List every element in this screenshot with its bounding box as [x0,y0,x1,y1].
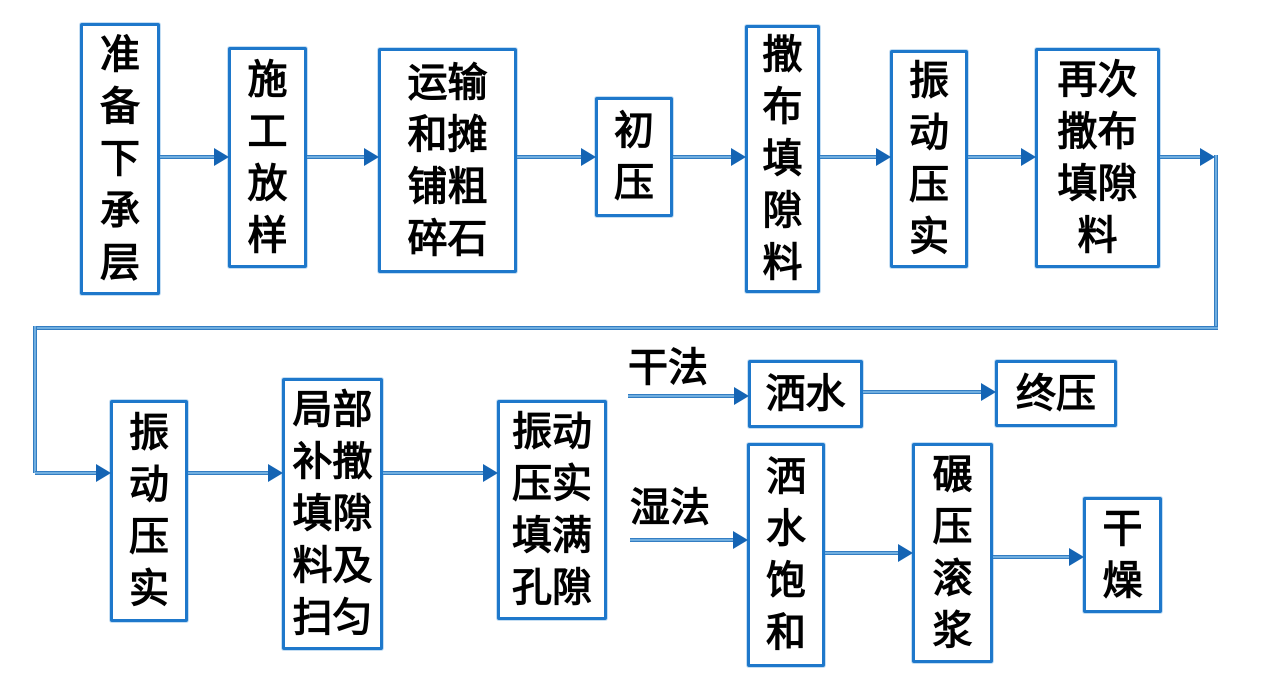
arrowhead [581,148,596,166]
node-label: 振动压实 [909,59,949,259]
connector-5-6 [820,155,876,159]
connector-2-3 [307,155,364,159]
node-label: 碾压滚浆 [932,453,973,653]
node-label: 运输和摊铺粗碎石 [407,60,488,261]
connector-wrap-in [35,471,96,475]
connector-wet-branch [630,538,733,542]
arrowhead [898,544,913,562]
node-respread-filler: 再次撒布填隙料 [1035,48,1160,268]
node-label: 再次撒布填隙料 [1057,58,1138,258]
arrowhead [1021,148,1036,166]
connector-8-9 [188,471,268,475]
node-label: 干燥 [1102,507,1143,603]
arrowhead [734,387,749,405]
connector-3-4 [517,155,581,159]
connector-4-5 [673,155,731,159]
node-label: 撒布填隙料 [762,33,803,285]
node-vibration-compaction-1: 振动压实 [890,50,968,268]
arrowhead [981,383,996,401]
connector-6-7 [968,155,1021,159]
node-final-compaction: 终压 [995,360,1117,427]
node-label: 准备下承层 [100,33,140,285]
node-transport-spread-stone: 运输和摊铺粗碎石 [378,48,517,273]
arrowhead [214,148,229,166]
connector-1-2 [160,155,214,159]
arrowhead [268,464,283,482]
arrowhead [364,148,379,166]
connector-saturation-rolling [825,551,898,555]
connector-rolling-drying [993,555,1069,559]
connector-water-final [863,390,981,394]
node-label: 终压 [1016,371,1096,416]
wet-method-label: 湿法 [630,486,710,530]
dry-method-label: 干法 [628,346,708,390]
node-rolling-slurry: 碾压滚浆 [912,443,993,663]
arrowhead [483,464,498,482]
node-initial-compaction: 初压 [595,97,673,217]
connector-wrap-out [1160,155,1200,159]
node-sprinkle-water: 洒水 [748,360,863,428]
node-label: 局部补撒填隙料及扫匀 [292,388,373,640]
node-label: 振动压实填满孔隙 [512,410,592,610]
arrowhead [733,531,748,549]
connector-wrap-down-left [33,326,37,473]
connector-wrap-across [33,326,1218,330]
node-water-saturation: 洒水饱和 [747,443,825,667]
arrowhead [731,148,746,166]
node-label: 施工放样 [247,57,288,258]
connector-dry-branch [628,394,734,398]
connector-wrap-down-right [1214,155,1218,330]
node-vibration-compaction-2: 振动压实 [110,400,188,622]
node-prepare-underlayer: 准备下承层 [80,23,160,295]
node-label: 洒水饱和 [766,455,806,655]
node-construction-layout: 施工放样 [228,47,307,268]
node-vibrate-fill-voids: 振动压实填满孔隙 [497,400,607,620]
arrowhead [1200,148,1215,166]
arrowhead [96,464,111,482]
node-label: 振动压实 [129,411,169,611]
arrowhead [876,148,891,166]
node-label: 洒水 [765,372,846,416]
node-spread-filler: 撒布填隙料 [745,25,820,293]
node-local-refill-sweep: 局部补撒填隙料及扫匀 [282,378,383,650]
node-label: 初压 [614,109,654,205]
connector-9-10 [383,471,483,475]
arrowhead [1069,548,1084,566]
node-drying: 干燥 [1083,497,1162,613]
